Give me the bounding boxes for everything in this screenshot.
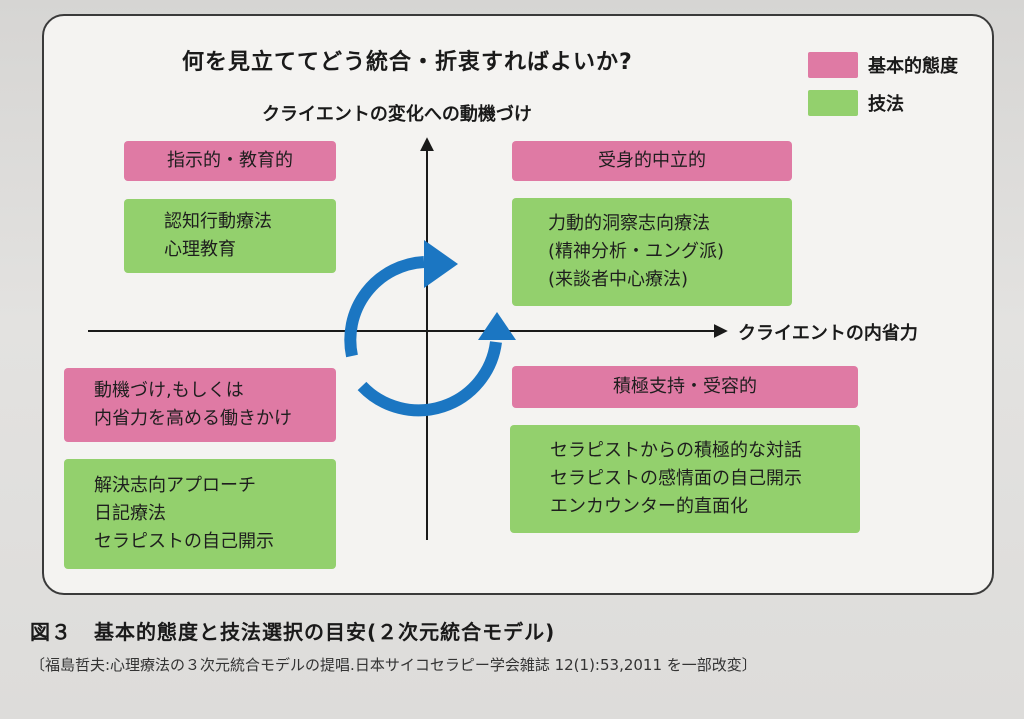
cycle-arrowhead-lower xyxy=(478,312,516,340)
attitude-box-top-left: 指示的・教育的 xyxy=(124,141,336,181)
technique-item: 解決志向アプローチ xyxy=(94,475,256,496)
technique-item: (精神分析・ユング派) xyxy=(548,241,725,262)
attitude-label: 指示的・教育的 xyxy=(167,150,293,171)
technique-item: (来談者中心療法) xyxy=(548,269,689,290)
technique-item: 日記療法 xyxy=(94,503,166,524)
y-axis-label: クライエントの変化への動機づけ xyxy=(262,104,532,125)
legend-technique: 技法 xyxy=(808,90,904,116)
attitude-label: 積極支持・受容的 xyxy=(613,376,757,397)
attitude-label: 受身的中立的 xyxy=(598,150,706,171)
attitude-box-top-right: 受身的中立的 xyxy=(512,141,792,181)
legend-label-technique: 技法 xyxy=(868,94,904,115)
cycle-arrowhead-upper xyxy=(424,240,458,288)
attitude-box-bottom-left: 動機づけ,もしくは 内省力を高める働きかけ xyxy=(64,368,336,442)
technique-box-top-left: 認知行動療法 心理教育 xyxy=(124,199,336,273)
legend-swatch-attitude xyxy=(808,52,858,78)
technique-item: セラピストの自己開示 xyxy=(94,531,274,552)
figure-caption: 図３ 基本的態度と技法選択の目安(２次元統合モデル) xyxy=(30,616,555,645)
technique-item: セラピストの感情面の自己開示 xyxy=(550,468,802,489)
technique-item: 認知行動療法 xyxy=(164,211,272,232)
technique-item: 心理教育 xyxy=(164,239,236,260)
cycle-arrow-upper xyxy=(344,256,425,358)
attitude-line: 動機づけ,もしくは xyxy=(94,380,244,401)
technique-box-bottom-right: セラピストからの積極的な対話 セラピストの感情面の自己開示 エンカウンター的直面… xyxy=(510,425,860,533)
legend-attitude: 基本的態度 xyxy=(808,52,958,78)
technique-box-top-right: 力動的洞察志向療法 (精神分析・ユング派) (来談者中心療法) xyxy=(512,198,792,306)
attitude-line: 内省力を高める働きかけ xyxy=(94,408,292,429)
cycle-arrow-lower xyxy=(357,341,502,417)
source-citation: 〔福島哲夫:心理療法の３次元統合モデルの提唱.日本サイコセラピー学会雑誌 12(… xyxy=(30,656,757,674)
technique-item: エンカウンター的直面化 xyxy=(550,496,748,517)
figure-number: 図３ xyxy=(30,620,72,644)
technique-item: セラピストからの積極的な対話 xyxy=(550,440,802,461)
legend-swatch-technique xyxy=(808,90,858,116)
x-axis-label: クライエントの内省力 xyxy=(738,323,918,344)
diagram-title: 何を見立ててどう統合・折衷すればよいか? xyxy=(182,50,633,75)
technique-box-bottom-left: 解決志向アプローチ 日記療法 セラピストの自己開示 xyxy=(64,459,336,569)
technique-item: 力動的洞察志向療法 xyxy=(548,213,710,234)
caption-text: 基本的態度と技法選択の目安(２次元統合モデル) xyxy=(94,620,556,644)
attitude-box-bottom-right: 積極支持・受容的 xyxy=(512,366,858,408)
legend-label-attitude: 基本的態度 xyxy=(868,56,958,77)
